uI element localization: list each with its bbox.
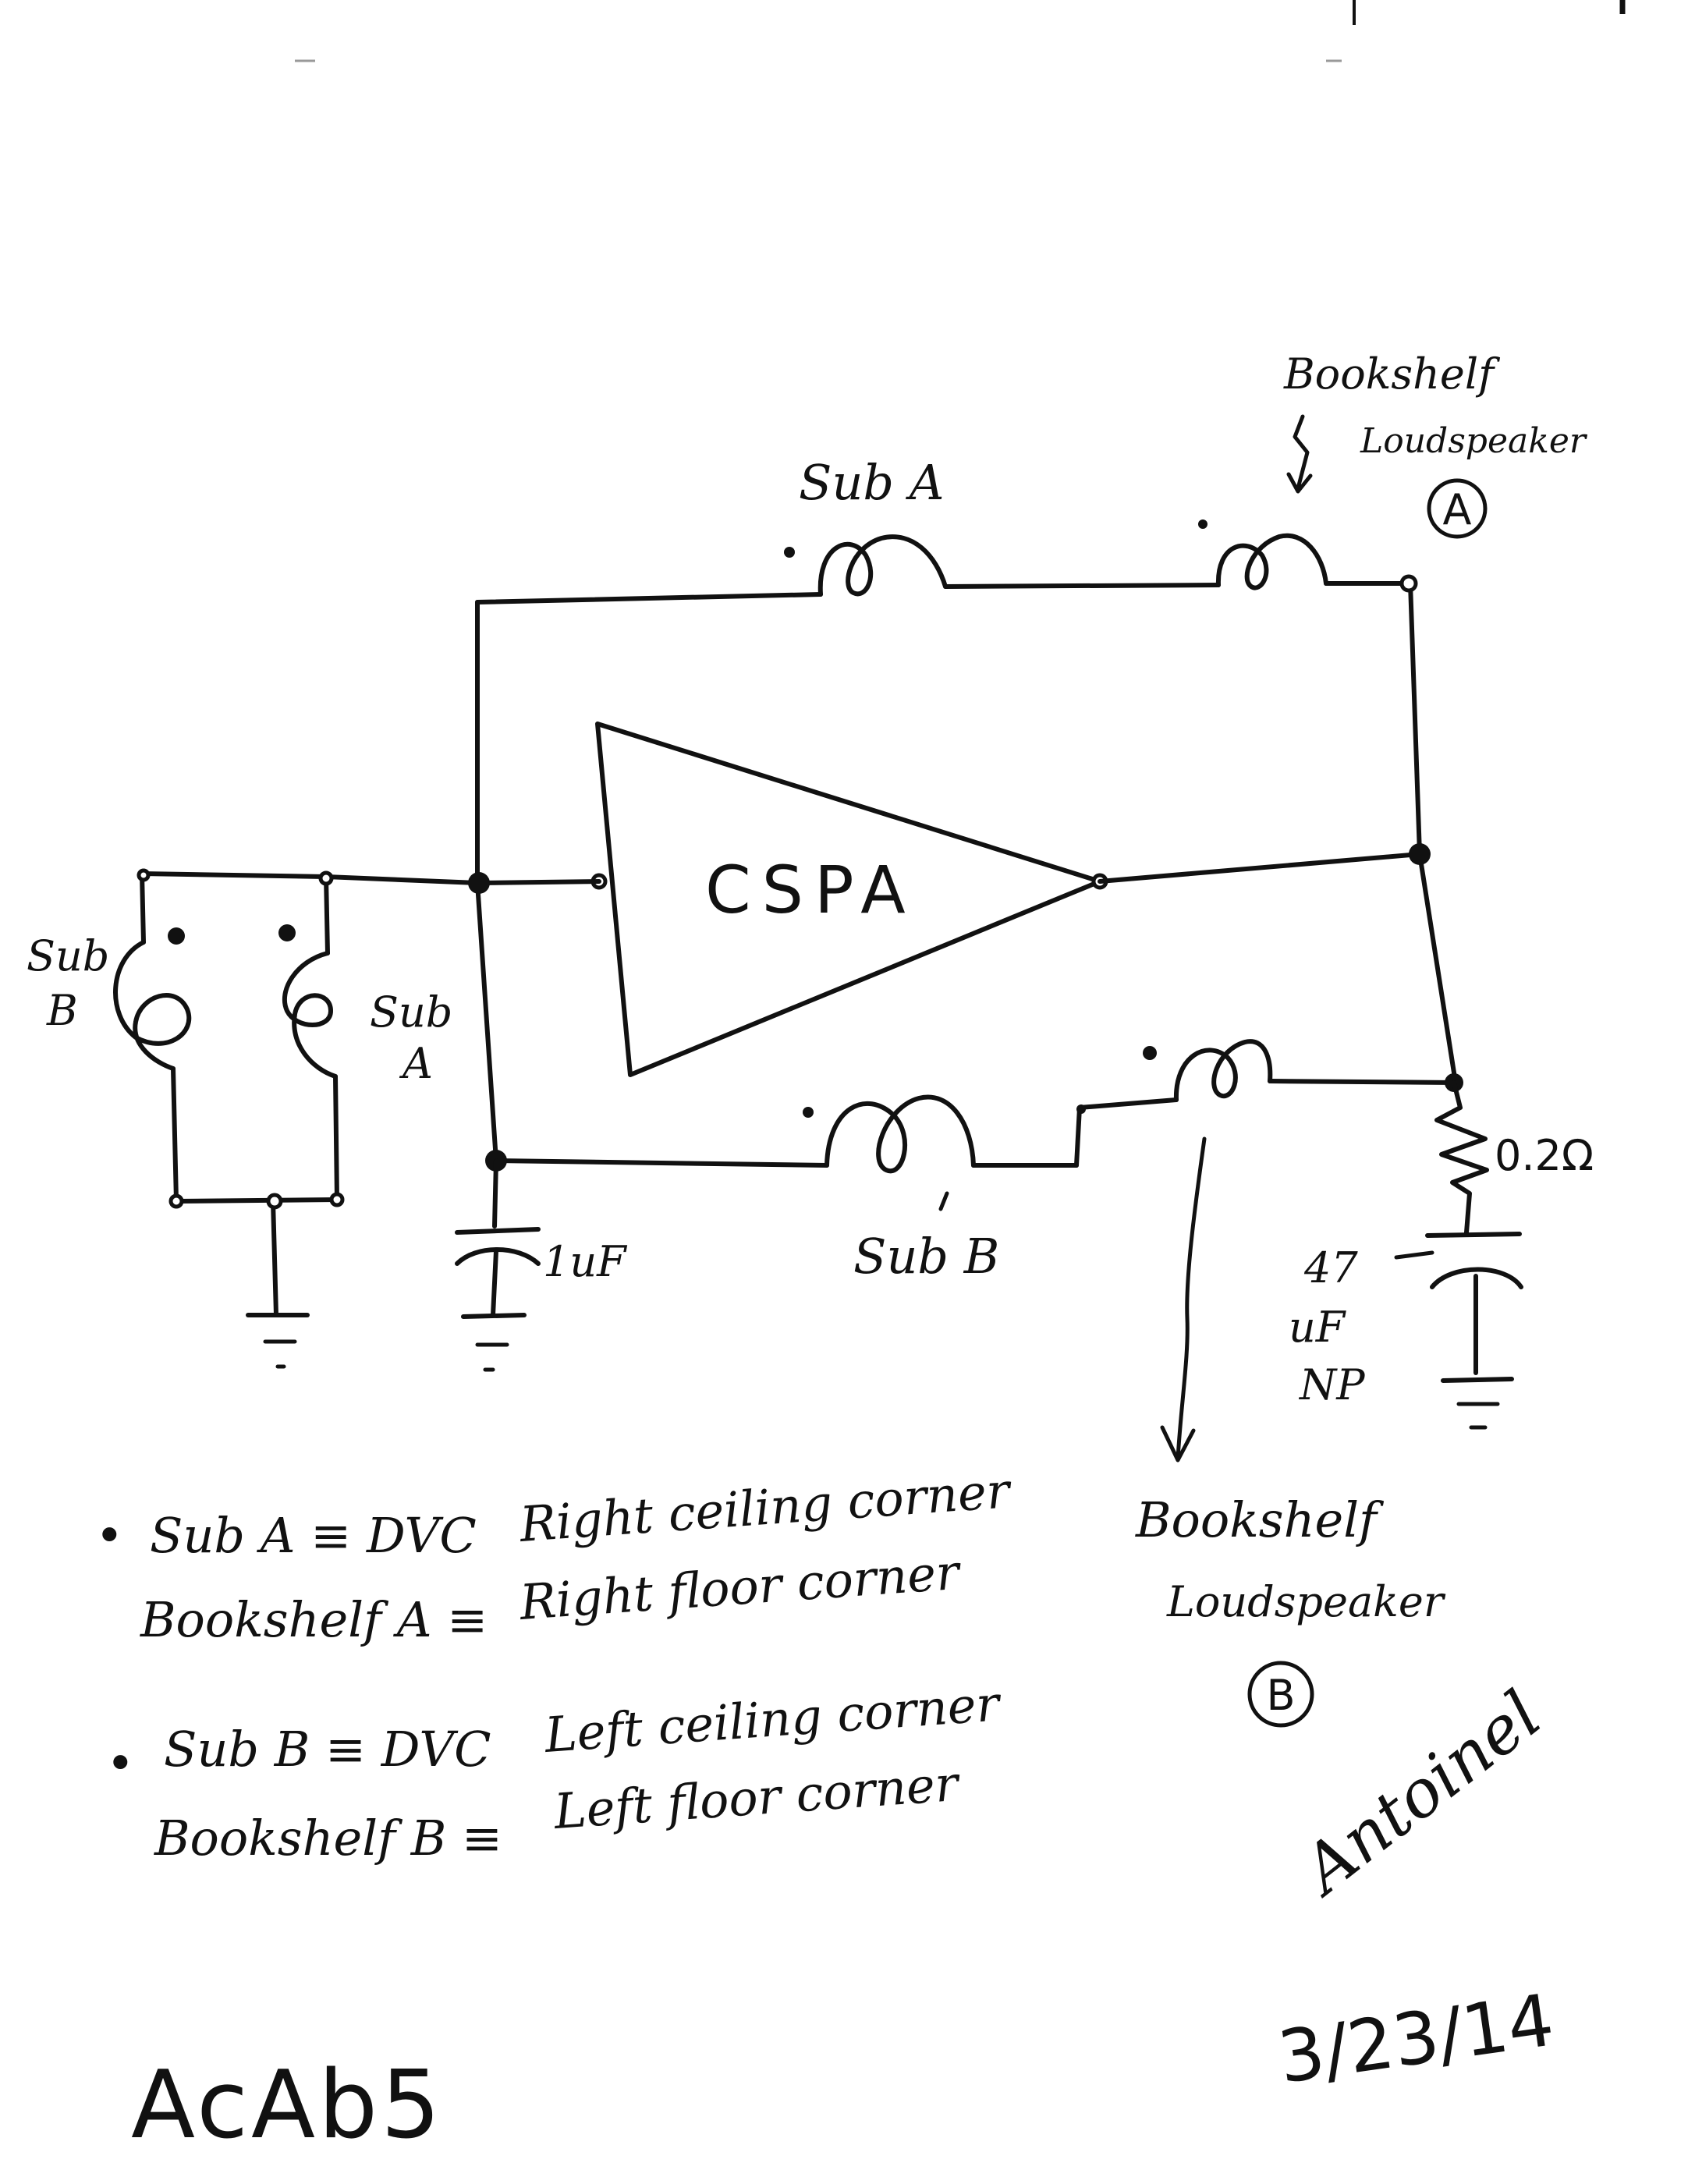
note-4-left: Bookshelf B ≡	[154, 1810, 502, 1867]
bookshelf-b-coil	[1173, 1039, 1273, 1102]
left-sub-a-coil	[282, 951, 338, 1079]
input-capacitor	[455, 1158, 541, 1372]
left-sub-a-label-1: Sub	[370, 987, 452, 1037]
bookshelf-a-pointer	[1286, 414, 1313, 494]
note-1-right: Right ceiling corner	[517, 1462, 1014, 1553]
output-capacitor	[1394, 1232, 1523, 1430]
top-bookshelf-label-2: Loudspeaker	[1360, 421, 1588, 461]
left-mid-ground-node	[266, 1193, 283, 1210]
bookshelf-b-tag: B	[1266, 1671, 1295, 1720]
bookshelf-a-coil	[1215, 533, 1328, 590]
node-top-right	[1399, 574, 1418, 593]
resistor-value: 0.2Ω	[1495, 1131, 1594, 1180]
note-2-right: Right floor corner	[517, 1544, 963, 1631]
bookshelf-b-tag-circle	[1247, 1661, 1314, 1728]
bookshelf-b-polarity-dot	[1143, 1046, 1157, 1060]
top-sub-a-label: Sub A	[799, 454, 945, 511]
sub-b-label-tick	[938, 1191, 949, 1211]
sub-b-series-dot	[1076, 1104, 1086, 1114]
input-capacitor-value: 1uF	[543, 1237, 628, 1286]
note-3-right: Left ceiling corner	[542, 1675, 1004, 1764]
top-bookshelf-label-1: Bookshelf	[1283, 349, 1500, 399]
bookshelf-a-tag-circle	[1427, 478, 1488, 539]
output-capacitor-value-2: uF	[1289, 1303, 1347, 1352]
amplifier-label: CSPA	[705, 852, 917, 928]
sub-b-polarity-dot	[803, 1107, 814, 1118]
input-node	[468, 872, 490, 894]
cspa-amplifier: CSPA	[595, 722, 1102, 1077]
left-corner-bottom-right	[329, 1192, 345, 1207]
left-sub-b-coil	[113, 940, 192, 1071]
sub-a-polarity-dot	[784, 547, 795, 558]
note-3-left: Sub B ≡ DVC	[164, 1721, 491, 1778]
bottom-bookshelf-label-2: Loudspeaker	[1166, 1577, 1446, 1626]
signature: Antoinel	[1284, 1676, 1555, 1911]
sub-b-coil-bottom	[824, 1094, 976, 1174]
sub-a-coil-top	[817, 534, 948, 597]
top-feedback-path	[475, 581, 1422, 885]
bookshelf-a-polarity-dot	[1198, 519, 1207, 529]
bookshelf-b-arrow	[1160, 1136, 1207, 1462]
left-corner-bottom-left	[168, 1193, 184, 1209]
output-capacitor-value-3: NP	[1298, 1360, 1366, 1409]
output-node	[1409, 843, 1431, 865]
note-1-left: Sub A ≡ DVC	[150, 1507, 477, 1564]
notes-block: • Sub A ≡ DVC Right ceiling corner Books…	[95, 1462, 1014, 1867]
left-network	[140, 871, 339, 1317]
resistor-zigzag	[1434, 1080, 1489, 1235]
footer-date: 3/23/14	[1273, 1978, 1559, 2099]
note-2-left: Bookshelf A ≡	[140, 1591, 488, 1648]
note-1-bullet: •	[95, 1507, 124, 1564]
note-3-bullet: •	[106, 1735, 135, 1792]
footer-code: AcAb5	[131, 2051, 444, 2160]
left-sub-b-dot	[168, 927, 185, 945]
left-sub-a-dot	[278, 924, 296, 941]
left-sub-b-label-1: Sub	[27, 931, 109, 980]
ground-symbol-left	[246, 1313, 310, 1369]
left-sub-b-label-2: B	[46, 986, 78, 1035]
scan-marks	[295, 0, 1626, 62]
left-corner-top-left	[137, 868, 151, 882]
main-wiring	[140, 852, 1458, 1168]
left-corner-top-right	[318, 870, 334, 886]
left-sub-a-label-2: A	[399, 1039, 433, 1088]
note-4-right: Left floor corner	[551, 1755, 963, 1840]
bottom-sub-b-label: Sub B	[853, 1228, 999, 1285]
output-capacitor-value-1: 47	[1303, 1243, 1358, 1292]
bottom-bookshelf-label-1: Bookshelf	[1135, 1491, 1385, 1548]
bookshelf-a-tag: A	[1443, 485, 1472, 534]
